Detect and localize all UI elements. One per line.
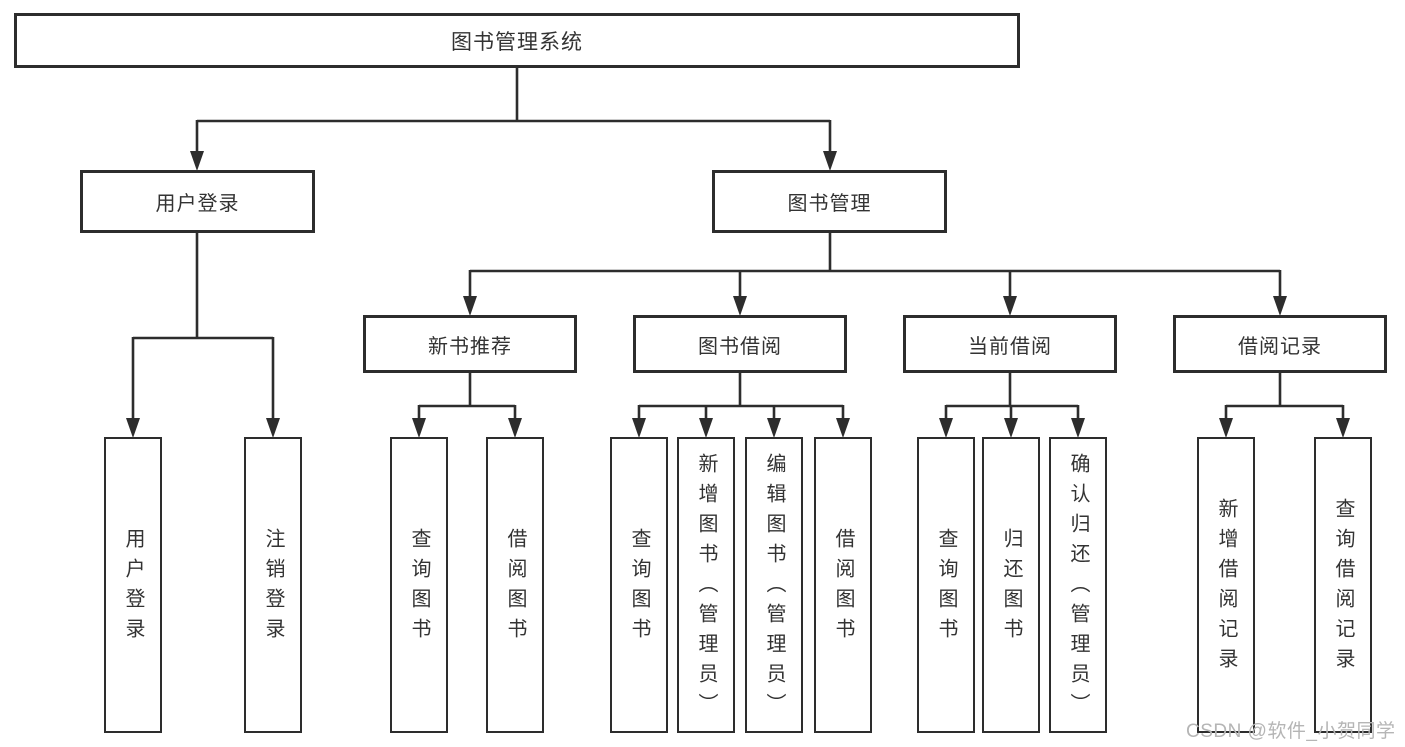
node-borrow-records: 借阅记录 [1173, 315, 1387, 373]
leaf-query-borrow-record: 查询借阅记录 [1314, 437, 1372, 733]
arrow-down-icon [1071, 418, 1085, 438]
leaf-confirm-return-admin: 确认归还（管理员） [1049, 437, 1107, 733]
leaf-user-login: 用户登录 [104, 437, 162, 733]
node-book-borrow: 图书借阅 [633, 315, 847, 373]
leaf-edit-books-admin: 编辑图书（管理员） [745, 437, 803, 733]
node-new-book-recommend: 新书推荐 [363, 315, 577, 373]
arrow-down-icon [767, 418, 781, 438]
arrow-down-icon [1336, 418, 1350, 438]
node-current-borrow: 当前借阅 [903, 315, 1117, 373]
arrow-down-icon [1004, 418, 1018, 438]
tree-connector-path [131, 68, 1345, 421]
arrow-down-icon [699, 418, 713, 438]
arrow-down-icon [836, 418, 850, 438]
arrow-down-icon [939, 418, 953, 438]
leaf-logout: 注销登录 [244, 437, 302, 733]
node-book-management: 图书管理 [712, 170, 947, 233]
arrow-down-icon [412, 418, 426, 438]
arrow-down-icon [1273, 296, 1287, 316]
leaf-return-books: 归还图书 [982, 437, 1040, 733]
leaf-query-books: 查询图书 [610, 437, 668, 733]
leaf-add-borrow-record: 新增借阅记录 [1197, 437, 1255, 733]
leaf-query-books: 查询图书 [390, 437, 448, 733]
arrow-down-icon [126, 418, 140, 438]
arrow-down-icon [632, 418, 646, 438]
arrow-down-icon [508, 418, 522, 438]
leaf-borrow-books: 借阅图书 [814, 437, 872, 733]
leaf-query-books: 查询图书 [917, 437, 975, 733]
node-system-root: 图书管理系统 [14, 13, 1020, 68]
arrow-down-icon [733, 296, 747, 316]
leaf-add-books-admin: 新增图书（管理员） [677, 437, 735, 733]
leaf-borrow-books: 借阅图书 [486, 437, 544, 733]
arrow-down-icon [823, 151, 837, 171]
node-user-login: 用户登录 [80, 170, 315, 233]
arrow-down-icon [1003, 296, 1017, 316]
csdn-watermark: CSDN @软件_小贺同学 [1186, 721, 1396, 742]
arrow-down-icon [1219, 418, 1233, 438]
arrow-down-icon [463, 296, 477, 316]
arrow-down-icon [190, 151, 204, 171]
arrow-down-icon [266, 418, 280, 438]
